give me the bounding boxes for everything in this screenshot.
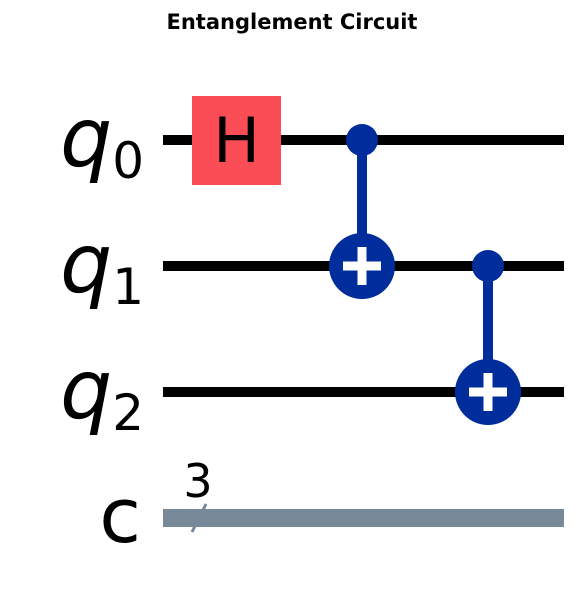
diagram-title: Entanglement Circuit xyxy=(167,10,418,34)
qubit-label-0: q0 xyxy=(60,91,144,190)
cnot-2-control-dot xyxy=(472,250,504,282)
qubit-label-0-index: 0 xyxy=(112,132,144,190)
cnot-1-control-dot xyxy=(346,124,378,156)
classical-bus-slash xyxy=(190,503,208,533)
qubit-label-1-index: 1 xyxy=(112,258,144,316)
hadamard-gate-label: H xyxy=(213,104,260,177)
qubit-label-1: q1 xyxy=(60,217,144,316)
qubit-label-0-name: q xyxy=(60,91,112,186)
classical-register-label: c xyxy=(99,471,141,560)
classical-bit-count: 3 xyxy=(183,454,212,508)
classical-wire xyxy=(163,509,564,527)
qubit-label-1-name: q xyxy=(60,217,112,312)
hadamard-gate xyxy=(192,96,281,185)
qubit-label-2: q2 xyxy=(60,343,144,442)
qubit-label-2-index: 2 xyxy=(112,384,144,442)
qubit-label-2-name: q xyxy=(60,343,112,438)
